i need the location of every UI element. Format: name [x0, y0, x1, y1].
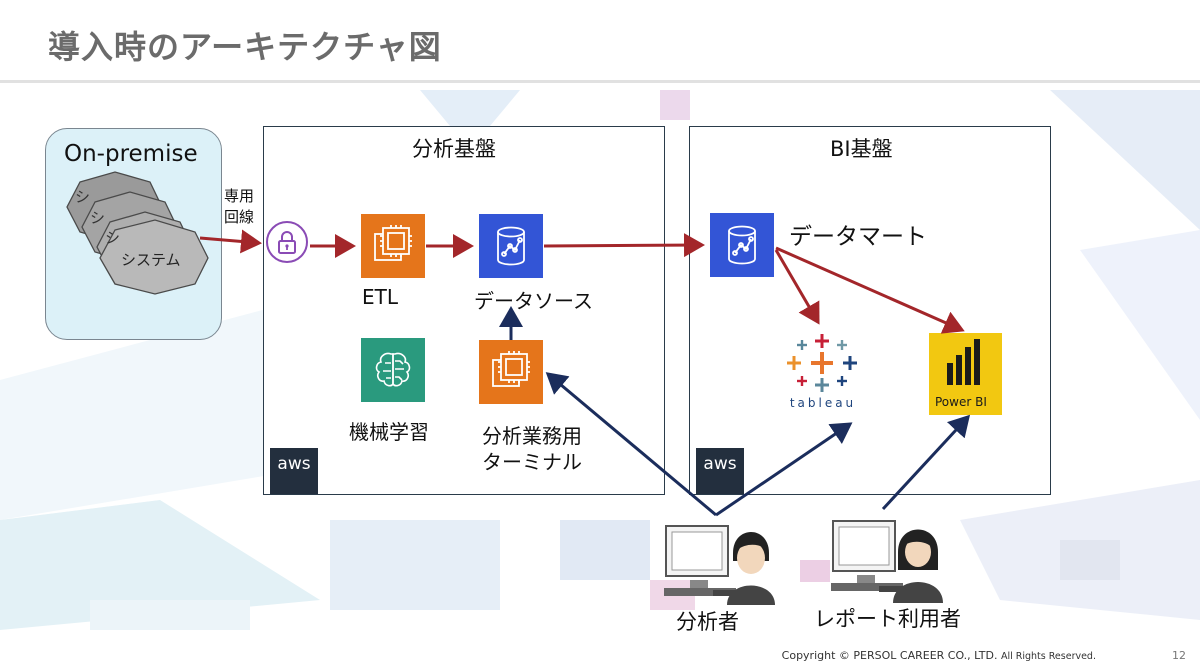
arrow-datamart-to-powerbi [775, 246, 965, 334]
chip-icon [492, 351, 530, 387]
aws-logo-text: aws [703, 454, 737, 474]
dedicated-line-label-2: 回線 [224, 208, 255, 226]
datasource-label: データソース [474, 289, 593, 313]
footer-copyright: Copyright © PERSOL CAREER CO., LTD. All … [782, 649, 1096, 662]
arrow-datamart-to-tableau [774, 249, 820, 325]
dedicated-line-label-1: 専用 [224, 187, 255, 205]
aws-logo-analysis: aws [270, 448, 318, 494]
arrow-datasource-to-datamart [543, 233, 705, 258]
onprem-label: On-premise [64, 141, 198, 167]
system-stack-label-1: シ [75, 188, 91, 206]
rights-text: All Rights Reserved. [1000, 651, 1096, 662]
analysis-platform-title: 分析基盤 [412, 137, 496, 161]
system-label: システム [121, 251, 181, 269]
bi-platform-title: BI基盤 [830, 137, 893, 161]
analysis-platform-box [263, 126, 665, 495]
aws-logo-bi: aws [696, 448, 744, 494]
datamart-service-tile [710, 213, 774, 277]
aws-logo-text: aws [277, 454, 311, 474]
database-icon [728, 225, 756, 265]
etl-service-tile [361, 214, 425, 278]
report-user-label: レポート利用者 [814, 607, 961, 631]
terminal-service-tile [479, 340, 543, 404]
powerbi-wordmark: Power BI [935, 395, 987, 409]
tableau-wordmark: tableau [789, 396, 857, 410]
system-stack-label-2: シ [90, 209, 106, 227]
database-icon [497, 226, 525, 266]
arrow-analyst-to-tableau [715, 422, 853, 517]
etl-label: ETL [362, 285, 398, 309]
terminal-label-line1: 分析業務用 [482, 424, 582, 448]
ml-service-tile [361, 338, 425, 402]
chip-icon [374, 225, 412, 261]
title-divider [0, 80, 1200, 83]
brain-icon [375, 352, 411, 387]
page-title: 導入時のアーキテクチャ図 [48, 28, 442, 66]
arrow-onprem-to-vpn [199, 229, 262, 254]
vpn-lock-icon [265, 220, 309, 264]
arrow-reportuser-to-powerbi [881, 414, 971, 511]
copyright-text: Copyright © PERSOL CAREER CO., LTD. [781, 649, 998, 662]
page-number: 12 [1172, 649, 1186, 662]
system-stack-label-3: シ [105, 229, 121, 247]
analyst-label: 分析者 [676, 610, 739, 634]
bi-platform-box [689, 126, 1051, 495]
tableau-logo: tableau [780, 332, 872, 422]
datamart-label: データマート [789, 224, 927, 250]
terminal-label-line2: ターミナル [482, 450, 582, 474]
powerbi-logo: Power BI [929, 333, 1002, 415]
ml-label: 機械学習 [349, 420, 429, 444]
datasource-service-tile [479, 214, 543, 278]
arrow-analyst-to-terminal [545, 372, 717, 517]
